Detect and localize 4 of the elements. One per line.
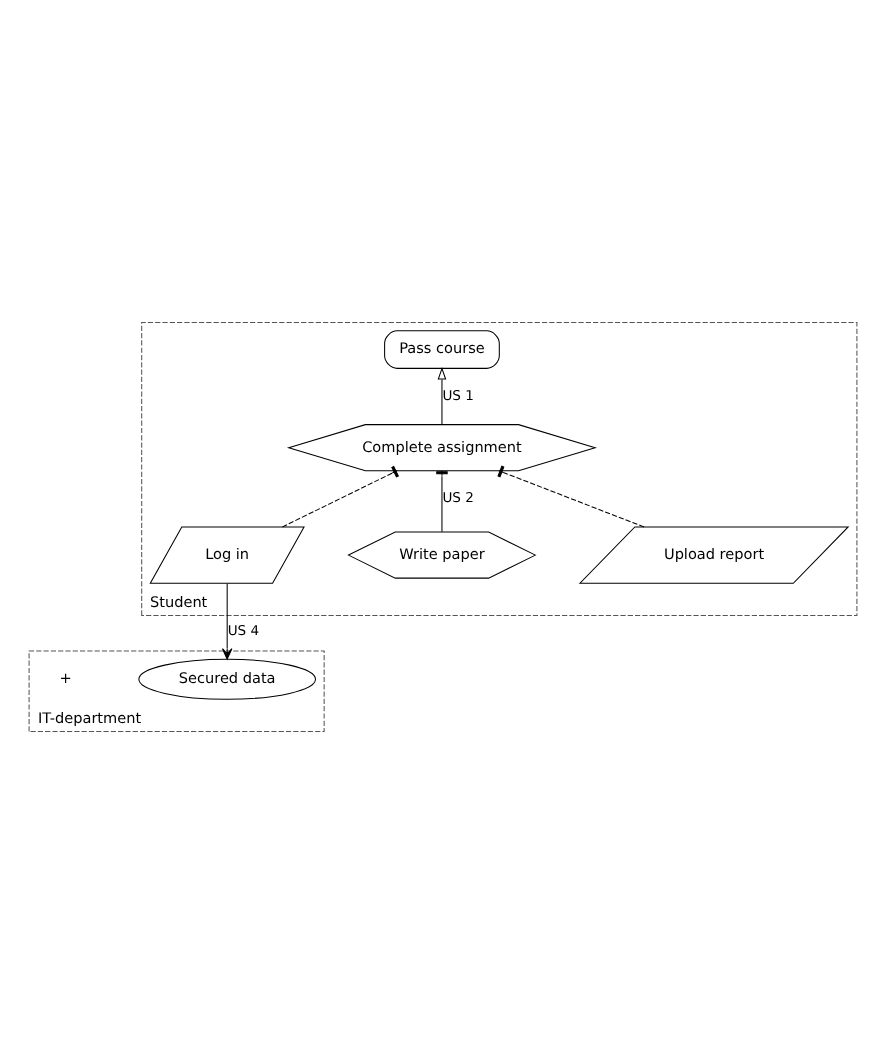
arrow	[437, 367, 447, 425]
arrow	[221, 583, 233, 660]
connector	[281, 465, 399, 528]
connector	[497, 465, 645, 528]
